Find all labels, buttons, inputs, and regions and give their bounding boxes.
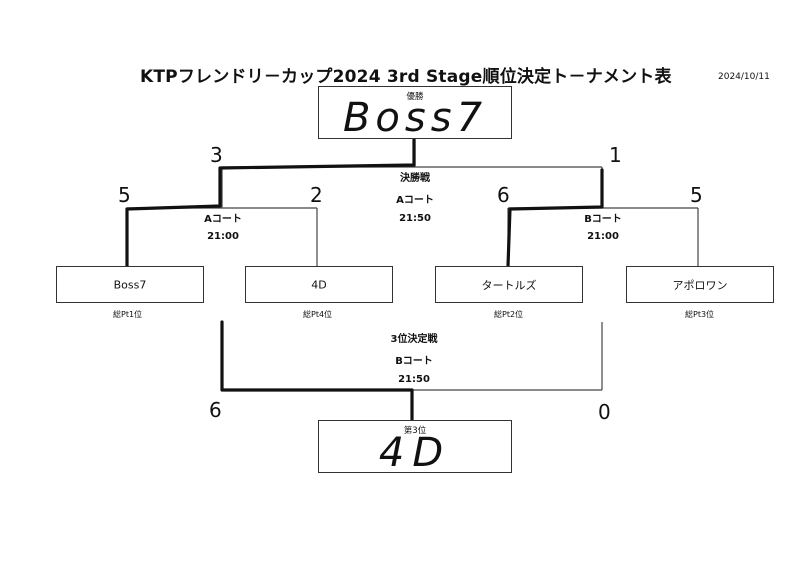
team-name-3: タートルズ <box>481 278 537 292</box>
winner-path-lines <box>125 138 604 422</box>
score-final-right: 1 <box>609 143 622 167</box>
score-third-left: 6 <box>209 398 222 422</box>
semi-a-court: Aコート <box>204 214 242 225</box>
winner-path-champion <box>125 138 416 268</box>
third-match-court: Bコート <box>395 356 433 367</box>
semi-b-time: 21:00 <box>587 231 619 242</box>
team-rank-1: 総Pt1位 <box>113 310 143 319</box>
third-match-time: 21:50 <box>398 374 430 385</box>
champion-label: 優勝 <box>406 92 424 102</box>
semi-b-court: Bコート <box>584 214 622 225</box>
team-name-2: 4D <box>311 278 327 291</box>
score-third-right: 0 <box>598 400 611 424</box>
semi-a-time: 21:00 <box>207 231 239 242</box>
champion-box: 優勝 Boss7 <box>318 86 512 141</box>
team-box-1: Boss7 <box>56 266 204 303</box>
score-semi-a-right: 2 <box>310 183 323 207</box>
score-final-left: 3 <box>210 143 223 167</box>
third-place-team: 4D <box>378 430 452 476</box>
team-rank-4: 総Pt3位 <box>685 310 715 319</box>
team-name-4: アポロワン <box>672 278 728 292</box>
winner-path-semi-b <box>506 168 604 268</box>
team-box-4: アポロワン <box>626 266 774 303</box>
team-rank-2: 総Pt4位 <box>303 310 333 319</box>
score-semi-b-right: 5 <box>690 183 703 207</box>
team-box-3: タートルズ <box>435 266 583 303</box>
team-name-1: Boss7 <box>113 278 147 291</box>
team-rank-3: 総Pt2位 <box>494 310 524 319</box>
final-match-time: 21:50 <box>399 213 431 224</box>
team-box-2: 4D <box>245 266 393 303</box>
score-semi-a-left: 5 <box>118 183 131 207</box>
final-match-court: Aコート <box>396 195 434 206</box>
final-match-name: 決勝戦 <box>400 173 430 184</box>
score-semi-b-left: 6 <box>497 183 510 207</box>
page-title: KTPフレンドリ－カップ2024 3rd Stage順位決定ト－ナメント表 <box>140 67 672 87</box>
date-label: 2024/10/11 <box>718 72 770 82</box>
third-match-name: 3位決定戦 <box>390 334 438 345</box>
third-place-label: 第3位 <box>403 426 427 436</box>
champion-team: Boss7 <box>342 95 488 141</box>
winner-path-third <box>220 320 414 422</box>
third-place-box: 第3位 4D <box>318 420 512 476</box>
